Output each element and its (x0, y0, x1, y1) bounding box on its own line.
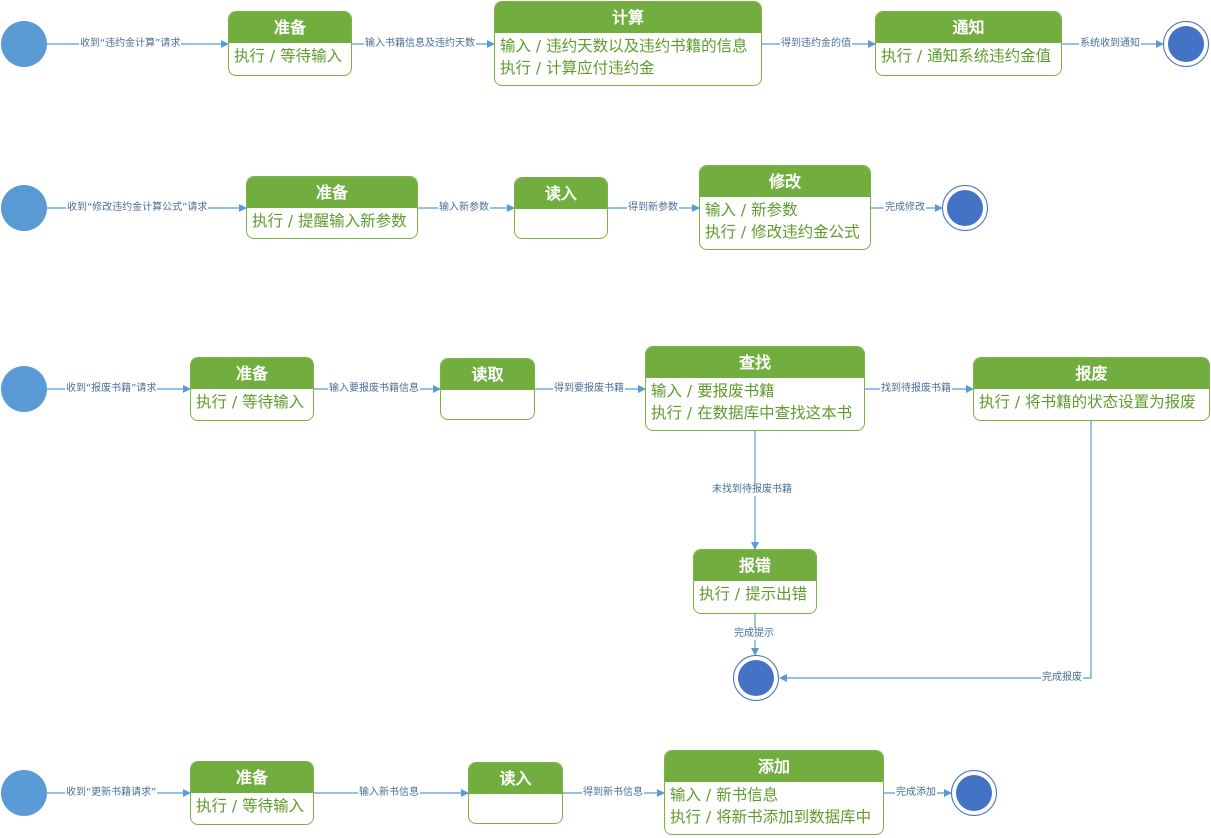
state-find: 查找 输入 / 要报废书籍 执行 / 在数据库中查找这本书 (645, 346, 865, 431)
final-state-node (1163, 21, 1209, 67)
state-action: 输入 / 新参数 (705, 201, 798, 219)
state-action: 执行 / 通知系统违约金值 (881, 47, 1052, 65)
state-body: 执行 / 等待输入 (191, 389, 313, 415)
state-action: 输入 / 违约天数以及违约书籍的信息 (500, 37, 748, 55)
transition-label: 输入新参数 (438, 202, 490, 214)
state-action: 执行 / 等待输入 (196, 797, 305, 815)
state-title: 计算 (495, 2, 761, 33)
transition-label: 完成修改 (884, 202, 926, 214)
state-action: 执行 / 提示出错 (699, 585, 808, 603)
transition-label: 完成报废 (1041, 672, 1083, 684)
state-action: 执行 / 计算应付违约金 (500, 59, 655, 77)
state-action: 执行 / 将新书添加到数据库中 (670, 808, 872, 826)
initial-state-node (1, 21, 47, 67)
transition-label: 输入要报废书籍信息 (328, 383, 420, 395)
initial-state-node (1, 185, 47, 231)
transition-label: 输入新书信息 (358, 787, 420, 799)
transition-arrow (779, 421, 1092, 682)
transition-label: 得到新书信息 (582, 787, 644, 799)
state-title: 报废 (974, 358, 1209, 389)
state-body: 执行 / 通知系统违约金值 (876, 43, 1061, 69)
state-title: 查找 (646, 347, 864, 378)
initial-state-node (1, 770, 47, 816)
state-add: 添加 输入 / 新书信息 执行 / 将新书添加到数据库中 (664, 750, 884, 835)
state-action: 执行 / 修改违约金公式 (705, 223, 860, 241)
state-title: 报错 (694, 550, 816, 581)
state-title: 通知 (876, 12, 1061, 43)
state-body: 执行 / 等待输入 (229, 43, 351, 69)
state-prepare: 准备 执行 / 等待输入 (190, 761, 314, 825)
state-calculate: 计算 输入 / 违约天数以及违约书籍的信息 执行 / 计算应付违约金 (494, 1, 762, 86)
state-title: 修改 (700, 166, 870, 197)
state-scrap: 报废 执行 / 将书籍的状态设置为报废 (973, 357, 1210, 421)
state-action: 执行 / 在数据库中查找这本书 (651, 404, 853, 422)
state-body: 输入 / 违约天数以及违约书籍的信息 执行 / 计算应付违约金 (495, 33, 761, 81)
state-action: 输入 / 新书信息 (670, 786, 779, 804)
state-action: 执行 / 提醒输入新参数 (252, 212, 407, 230)
state-action: 执行 / 等待输入 (234, 47, 343, 65)
state-title: 读入 (515, 178, 607, 209)
state-prepare: 准备 执行 / 等待输入 (228, 11, 352, 76)
state-body: 执行 / 提醒输入新参数 (247, 208, 417, 234)
transition-label: 找到待报废书籍 (880, 383, 952, 395)
transition-label: 收到“修改违约金计算公式”请求 (66, 202, 209, 214)
transition-label: 完成提示 (733, 628, 775, 640)
state-action: 执行 / 等待输入 (196, 393, 305, 411)
state-notify: 通知 执行 / 通知系统违约金值 (875, 11, 1062, 76)
transition-label: 完成添加 (895, 787, 937, 799)
final-state-node (951, 770, 997, 816)
transition-label: 输入书籍信息及违约天数 (364, 38, 476, 50)
initial-state-node (1, 366, 47, 412)
state-prepare: 准备 执行 / 提醒输入新参数 (246, 176, 418, 239)
state-action: 输入 / 要报废书籍 (651, 382, 775, 400)
final-state-node (942, 185, 988, 231)
state-title: 准备 (191, 762, 313, 793)
state-read: 读取 (440, 358, 535, 420)
state-title: 准备 (247, 177, 417, 208)
transition-label: 收到“报废书籍”请求 (65, 383, 158, 395)
state-body: 执行 / 提示出错 (694, 581, 816, 607)
state-read-in: 读入 (468, 762, 563, 824)
state-prepare: 准备 执行 / 等待输入 (190, 357, 314, 421)
final-state-node (733, 655, 779, 701)
transition-label: 得到要报废书籍 (553, 383, 625, 395)
transition-label: 收到“更新书籍请求” (65, 787, 158, 799)
transition-label: 得到违约金的值 (780, 38, 852, 50)
state-body: 输入 / 要报废书籍 执行 / 在数据库中查找这本书 (646, 378, 864, 426)
transition-label: 得到新参数 (627, 202, 679, 214)
transition-label: 收到“违约金计算”请求 (79, 38, 182, 50)
state-body: 输入 / 新参数 执行 / 修改违约金公式 (700, 197, 870, 245)
state-action: 执行 / 将书籍的状态设置为报废 (979, 393, 1196, 411)
state-title: 准备 (191, 358, 313, 389)
state-title: 读取 (441, 359, 534, 390)
state-read-in: 读入 (514, 177, 608, 239)
transition-label: 系统收到通知 (1079, 38, 1141, 50)
state-modify: 修改 输入 / 新参数 执行 / 修改违约金公式 (699, 165, 871, 250)
state-body: 输入 / 新书信息 执行 / 将新书添加到数据库中 (665, 782, 883, 830)
state-body: 执行 / 将书籍的状态设置为报废 (974, 389, 1209, 415)
state-title: 添加 (665, 751, 883, 782)
state-error: 报错 执行 / 提示出错 (693, 549, 817, 614)
state-title: 准备 (229, 12, 351, 43)
transition-label: 未找到待报废书籍 (711, 484, 793, 496)
state-body: 执行 / 等待输入 (191, 793, 313, 819)
state-title: 读入 (469, 763, 562, 794)
